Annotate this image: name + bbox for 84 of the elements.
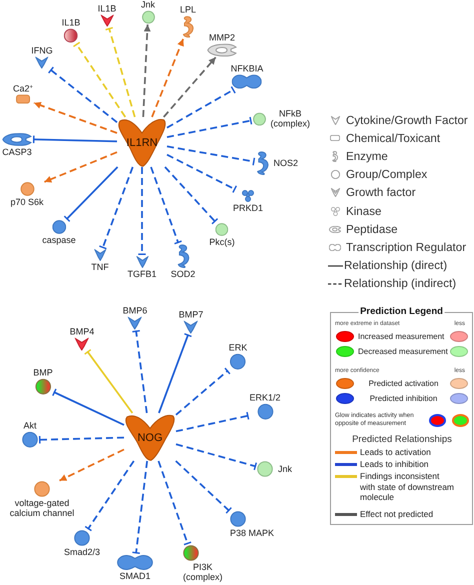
t-bar-connector [166, 146, 256, 166]
legend-label: Increased measurement [357, 332, 446, 341]
t-bar-connector [150, 166, 182, 244]
legend-label: Predicted inhibition [368, 394, 438, 403]
legend-label: Leads to inhibition [359, 459, 430, 470]
t-bar-connector [176, 412, 250, 432]
hub-label: NOG [137, 432, 163, 444]
legend-label: Enzyme [346, 150, 388, 163]
gene-label: caspase [42, 235, 76, 246]
gene-label: SOD2 [170, 269, 196, 280]
gene-label: BMP6 [122, 305, 148, 316]
legend-label: Transcription Regulator [346, 240, 466, 254]
gene-label: Jnk [278, 464, 292, 474]
gene-label: PI3K (complex) [183, 562, 223, 583]
legend-label: Leads to activation [359, 447, 432, 458]
arrow [34, 102, 118, 134]
t-bar-connector [64, 166, 118, 222]
gene-label: Pkc(s) [209, 236, 235, 247]
gene-label: ERK1/2 [249, 392, 281, 403]
legend-title: Prediction Legend [358, 306, 445, 318]
t-bar-connector [175, 460, 232, 514]
gene-label: BMP4 [70, 326, 94, 336]
t-bar-connector [166, 86, 236, 128]
gene-label: NOS2 [274, 158, 298, 168]
t-bar-connector [52, 388, 124, 426]
t-bar-connector [166, 154, 237, 193]
gene-label: MMP2 [208, 32, 235, 42]
arrow [151, 38, 184, 118]
legend-label: Group/Complex [346, 168, 428, 182]
legend-label: Predicted activation [368, 379, 440, 388]
t-bar-connector [158, 333, 192, 414]
t-bar-connector [176, 443, 257, 470]
gene-label: Jnk [141, 0, 155, 10]
t-bar-connector [84, 349, 134, 414]
gene-label: LPL [180, 4, 196, 15]
legend-label: Decreased measurement [357, 347, 449, 356]
gene-label: IFNG [31, 46, 53, 56]
legend-label: Relationship (indirect) [344, 277, 456, 290]
gene-label: IL1B [62, 18, 80, 28]
t-bar-connector [38, 436, 124, 444]
gene-label: CASP3 [2, 146, 32, 157]
legend-label: Effect not predicted [359, 508, 434, 519]
gene-label: PRKD1 [233, 203, 263, 214]
t-bar-connector [138, 167, 146, 255]
t-bar-connector [158, 460, 192, 546]
gene-label: P38 MAPK [230, 528, 274, 538]
t-bar-connector [166, 116, 252, 138]
gene-label: BMP7 [178, 309, 204, 320]
t-bar-connector [48, 66, 118, 123]
t-bar-connector [99, 166, 134, 250]
legend-label: Findings inconsistent with state of downstream molecule [359, 471, 456, 502]
gene-label: BMP [33, 368, 53, 378]
legend-label: Cytokine/Growth Factor [346, 114, 468, 127]
legend-label: Kinase [346, 204, 382, 218]
t-bar-connector [73, 42, 126, 118]
legend-label: Relationship (direct) [344, 259, 448, 272]
gene-label: NFKBIA [230, 64, 264, 74]
gene-label: Ca2$^{+}$ [13, 83, 33, 94]
t-bar-connector [175, 368, 230, 416]
legend-label: Peptidase [346, 222, 398, 236]
gene-label: Smad2/3 [64, 547, 100, 558]
gene-label: p70 S6k [10, 197, 44, 208]
t-bar-connector [84, 460, 135, 532]
gene-label: Akt [23, 420, 36, 431]
t-bar-connector [164, 166, 218, 224]
gene-label: TNF [91, 262, 109, 272]
arrow [59, 448, 124, 482]
t-bar-connector [105, 26, 136, 118]
hub-label: IL1RN [126, 136, 158, 150]
legend-label: Chemical/Toxicant [346, 132, 440, 145]
arrow [163, 56, 216, 118]
t-bar-connector [32, 136, 118, 144]
arrow [142, 24, 151, 118]
t-bar-connector [132, 330, 148, 414]
gene-label: NFkB (complex) [270, 108, 310, 130]
gene-label: voltage-gated calcium channel [8, 498, 76, 519]
gene-label: ERK [228, 342, 248, 353]
legend-heading: Predicted Relationships [351, 434, 453, 445]
gene-label: IL1B [98, 4, 116, 14]
gene-label: SMAD1 [119, 570, 150, 581]
t-bar-connector [132, 460, 148, 554]
arrow [44, 151, 118, 183]
legend-label: Growth factor [346, 186, 416, 200]
gene-label: TGFB1 [128, 269, 156, 280]
